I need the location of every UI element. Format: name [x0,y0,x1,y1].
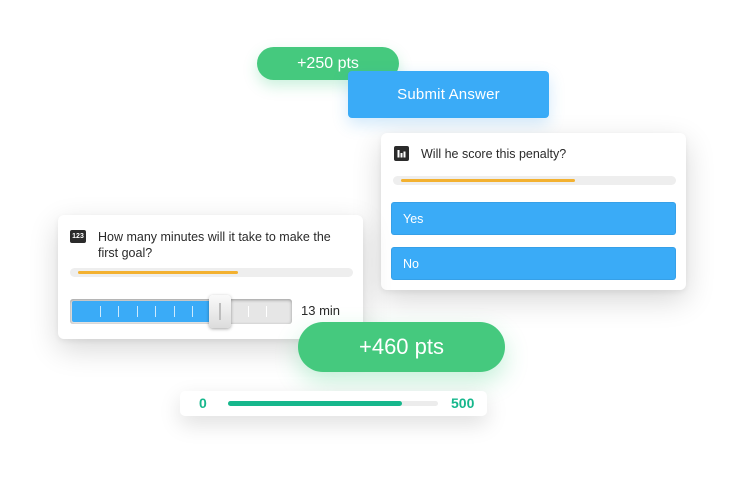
answer-yes-label: Yes [403,211,424,226]
numbers-icon: 123 [70,230,86,243]
slider-tick [174,306,175,317]
slider-value-label: 13 min [301,303,341,318]
penalty-progress-track [393,176,676,185]
penalty-question-card: Will he score this penalty? Yes No [381,133,686,290]
answer-no-label: No [403,256,419,271]
minutes-slider-fill [72,301,219,322]
points-large-text: +460 pts [358,334,444,359]
range-max-label: 500 [451,395,475,411]
penalty-question-text: Will he score this penalty? [421,147,567,161]
minutes-progress-track [70,268,353,277]
minutes-slider[interactable] [70,295,292,328]
answer-no-button[interactable]: No [391,247,676,280]
points-badge-small: +250 pts [257,47,399,80]
slider-tick [137,306,138,317]
minutes-progress-fill [78,271,238,274]
answer-yes-button[interactable]: Yes [391,202,676,235]
score-range-bar: 0 500 [180,391,487,416]
submit-answer-button[interactable]: Submit Answer [348,71,549,118]
points-small-text: +250 pts [297,54,359,72]
slider-tick [266,306,267,317]
range-fill [228,401,402,406]
range-min-label: 0 [199,395,207,411]
slider-tick [118,306,119,317]
slider-tick [248,306,249,317]
slider-thumb-handle[interactable] [209,295,231,328]
points-badge-large: +460 pts [298,322,505,372]
range-track [228,401,438,406]
penalty-progress-fill [401,179,575,182]
slider-tick [155,306,156,317]
bar-chart-icon [394,146,409,161]
minutes-question-text: How many minutes will it take to make th… [98,230,331,260]
slider-tick [100,306,101,317]
slider-tick [192,306,193,317]
minutes-question-card: 123 How many minutes will it take to mak… [58,215,363,339]
submit-answer-label: Submit Answer [397,86,500,103]
